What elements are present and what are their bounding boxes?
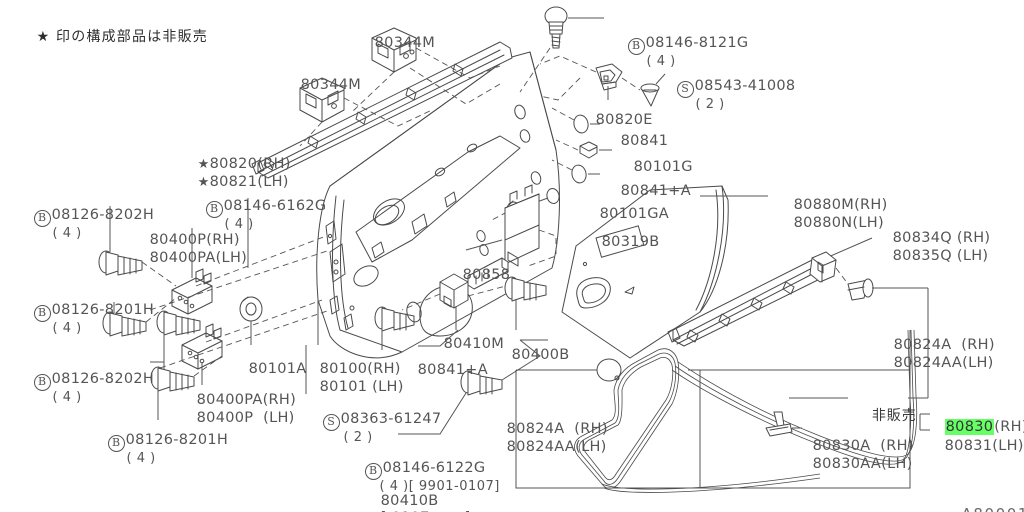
label-80824a-rh-bottom: 80824A (RH) (506, 421, 608, 437)
circle-b-icon: B (107, 435, 125, 452)
label-80824aa-lh-right: 80824AA(LH) (893, 355, 994, 371)
label-80400pa-lh: 80400PA(LH) (149, 250, 248, 266)
label-80400b: 80400B (511, 347, 570, 363)
label-80880n-lh: 80880N(LH) (793, 215, 884, 231)
label-80820-rh: ★80820(RH) (197, 156, 291, 172)
grommet-on-strip-art (596, 358, 622, 382)
label-80400pa-rh: 80400PA(RH) (196, 392, 297, 408)
clip-80344m-top-art (371, 27, 417, 73)
label-80821-lh: ★80821(LH) (197, 174, 289, 190)
label-08126-8202h-2-qty: ( 4 ) (52, 390, 82, 405)
clip-80820e-art (595, 63, 623, 91)
grommet-80841a-art (406, 301, 422, 323)
label-80100-rh: 80100(RH) (319, 361, 401, 377)
bolt-upper-left-art (98, 250, 143, 276)
label-08126-8202h-1-qty: ( 4 ) (52, 226, 82, 241)
label-80841: 80841 (620, 133, 669, 149)
label-80831-lh: 80831(LH) (944, 438, 1024, 454)
circle-b-icon: B (33, 305, 51, 322)
label-80400p-rh: 80400P(RH) (149, 232, 240, 248)
bolt-80400b-art (504, 276, 547, 302)
label-80841-a-lower: 80841+A (417, 362, 488, 378)
label-80830a-rh: 80830A (RH) (812, 438, 914, 454)
label-80841-a: 80841+A (620, 183, 691, 199)
circle-s-icon: S (322, 414, 340, 431)
sheet-code: A8000193 (936, 489, 1024, 512)
label-08126-8201h-2-qty: ( 4 ) (126, 451, 156, 466)
circle-b-icon: B (33, 374, 51, 391)
grommet-80841-a-art (571, 164, 587, 184)
label-80835q-lh: 80835Q (LH) (892, 248, 989, 264)
bolt-80841-a-lower-art (374, 306, 415, 332)
corner-clip-art (809, 251, 837, 283)
module-80858-art (504, 184, 540, 267)
clip-80344m-left-art (299, 77, 345, 123)
circle-b-icon: B (33, 210, 51, 227)
circle-b-icon: B (364, 463, 382, 480)
sheet-note: ★ 印の構成部品は非販売 (36, 29, 209, 45)
label-80824a-rh-right: 80824A (RH) (893, 337, 995, 353)
bolt-08146-6122g-art (460, 370, 503, 396)
circle-b-icon: B (627, 38, 645, 55)
fastener-80830a-art (765, 411, 793, 437)
circle-b-icon: B (205, 201, 223, 218)
grommet-80841-art (573, 114, 589, 134)
circle-s-icon: S (676, 81, 694, 98)
label-80824aa-lh-bottom: 80824AA(LH) (506, 439, 607, 455)
label-80820e: 80820E (595, 112, 653, 128)
bolt-08146-8121g-art (544, 6, 568, 49)
spacer-80101a-art (239, 296, 263, 322)
label-80400p-lh: 80400P (LH) (196, 410, 295, 426)
star-icon: ★ (197, 175, 210, 190)
label-08146-6162g-qty: ( 4 ) (224, 217, 254, 232)
grommet-80101-mid-art (546, 188, 560, 204)
clip-80101g-art (579, 141, 598, 159)
run-channel-80834q-art (667, 255, 835, 347)
fastener-80824a-art (847, 278, 874, 301)
star-icon: ★ (197, 157, 210, 172)
label-80319b: 80319B (601, 234, 660, 250)
label-08146-8121g-qty: ( 4 ) (646, 54, 676, 69)
bolt-mid-left-art (102, 311, 147, 337)
label-80858: 80858 (462, 267, 511, 283)
door-inner-panel-art (316, 51, 560, 359)
label-80410m: 80410M (443, 336, 505, 352)
label-80880m-rh: 80880M(RH) (793, 197, 888, 213)
label-80344m-left: 80344M (300, 77, 362, 93)
label-80101g: 80101G (633, 159, 693, 175)
label-08543-41008-qty: ( 2 ) (695, 97, 725, 112)
label-08126-8201h-1-qty: ( 4 ) (52, 321, 82, 336)
screw-08543-41008-art (640, 83, 660, 107)
label-80834q-rh: 80834Q (RH) (892, 230, 991, 246)
label-08363-61247-qty: ( 2 ) (343, 430, 373, 445)
bolt-center-left-art (156, 310, 201, 336)
hinge-bracket-lower-art (181, 323, 223, 370)
label-80410b: 80410B (380, 493, 439, 509)
label-80830-rh-highlighted: 80830(RH) (944, 419, 1024, 435)
highlight-80830: 80830 (944, 419, 995, 435)
label-80410b-range: [ 0107- ] (361, 493, 471, 512)
label-08146-6122g-qty: ( 4 )[ 9901-0107] (379, 479, 500, 494)
label-80101ga: 80101GA (599, 206, 670, 222)
label-80101a: 80101A (248, 361, 307, 377)
label-80101-lh: 80101 (LH) (319, 379, 404, 395)
door-outer-panel-art (561, 185, 729, 359)
label-80830aa-lh: 80830AA(LH) (812, 456, 913, 472)
belt-moulding-80820-art (251, 41, 513, 179)
label-80344m-top: 80344M (374, 35, 436, 51)
label-hihanbai: 非販売 (871, 408, 917, 424)
latch-80410m-art (439, 257, 509, 309)
weatherstrip-loop-art (574, 329, 918, 493)
